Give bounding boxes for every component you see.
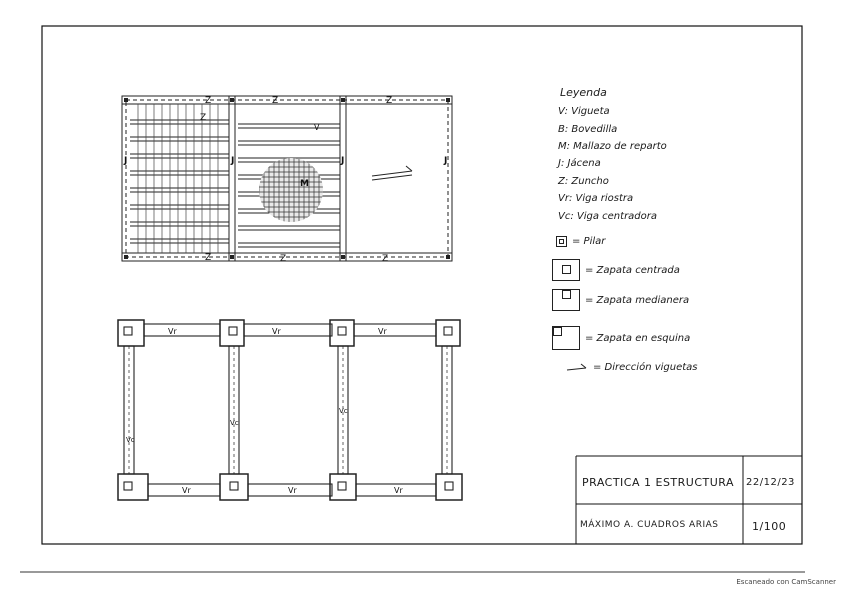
- legend-symbol-direccion: = Dirección viguetas: [566, 362, 698, 373]
- drawing-scale: 1/100: [752, 520, 787, 533]
- drawing-title: PRACTICA 1 ESTRUCTURA: [582, 476, 735, 489]
- zuncho-label: Z: [382, 254, 388, 264]
- viga-centradora-label: Vc: [126, 436, 135, 444]
- pilar-icon: [556, 236, 567, 247]
- legend-symbol-zapata-esquina: = Zapata en esquina: [552, 326, 690, 350]
- legend-symbol-label: = Zapata medianera: [585, 294, 690, 306]
- legend-item-bovedilla: B: Bovedilla: [558, 124, 618, 135]
- legend-symbol-label: = Pilar: [572, 236, 606, 247]
- legend-symbol-pilar: = Pilar: [556, 236, 605, 247]
- foundation-labels: Vr Vr Vr Vr Vr Vr Vc Vc Vc: [126, 327, 403, 495]
- viguetas-bay-2: [238, 123, 340, 248]
- zuncho-label: Z: [205, 96, 211, 106]
- legend-symbol-zapata-medianera: = Zapata medianera: [552, 289, 689, 311]
- legend-symbol-label: = Zapata centrada: [585, 264, 680, 276]
- jacena-label: J: [123, 156, 127, 166]
- legend-symbol-zapata-centrada: = Zapata centrada: [552, 259, 680, 281]
- zapata-esquina: [435, 473, 463, 501]
- zuncho-label: Z: [200, 113, 206, 123]
- mallazo-label: M: [300, 179, 309, 189]
- viga-riostra-label: Vr: [182, 486, 191, 495]
- zuncho-label: Z: [386, 96, 392, 106]
- viga-centradora-label: Vc: [339, 407, 348, 415]
- viga-riostra-label: Vr: [394, 486, 403, 495]
- legend-title: Leyenda: [560, 86, 607, 99]
- zapata-medianera: [329, 319, 355, 347]
- legend-symbol-label: = Dirección viguetas: [593, 362, 698, 373]
- vigueta-label: V: [314, 123, 320, 132]
- zapata-esquina: [117, 319, 145, 347]
- foundation-plan: [117, 319, 463, 501]
- viga-centradora-label: Vc: [230, 419, 239, 427]
- viga-riostra-label: Vr: [272, 327, 281, 336]
- plan-pillars: [124, 98, 450, 259]
- zuncho-label: Z: [280, 254, 286, 264]
- zapata-esquina: [435, 319, 461, 347]
- legend-item-mallazo: M: Mallazo de reparto: [558, 141, 667, 152]
- jacena-label: J: [340, 156, 344, 166]
- zapata-esquina-icon: [552, 326, 580, 350]
- zuncho-label: Z: [272, 96, 278, 106]
- floor-plan-outline: [121, 95, 453, 262]
- bovedillas-bay-1: [137, 104, 219, 253]
- zapata-centrada-icon: [552, 259, 580, 281]
- zapata-medianera: [219, 319, 245, 347]
- title-block: [575, 455, 802, 544]
- floor-plan-labels: Z Z Z Z Z Z Z J J J J V M: [123, 96, 447, 264]
- sheet-frame: [41, 25, 803, 545]
- direction-arrow-icon: [371, 165, 413, 181]
- legend-symbol-label: = Zapata en esquina: [585, 332, 691, 344]
- viga-riostra-label: Vr: [168, 327, 177, 336]
- zapata-esquina: [117, 473, 149, 501]
- zapata-medianera: [219, 473, 249, 501]
- viga-riostra-label: Vr: [378, 327, 387, 336]
- drawing-date: 22/12/23: [746, 477, 795, 488]
- viguetas-bay-1: [130, 119, 229, 244]
- zuncho-label: Z: [205, 253, 211, 263]
- mallazo-mesh: [259, 158, 323, 222]
- legend-item-jacena: J: Jácena: [558, 158, 601, 169]
- arrow-icon: [566, 363, 587, 370]
- legend-item-vigueta: V: Vigueta: [558, 106, 610, 117]
- drawing-author: MÁXIMO A. CUADROS ARIAS: [580, 520, 719, 530]
- jacena-label: J: [443, 156, 447, 166]
- scanner-watermark: Escaneado con CamScanner: [736, 578, 836, 586]
- legend-item-viga-centradora: Vc: Viga centradora: [558, 211, 658, 222]
- legend-item-zuncho: Z: Zuncho: [558, 176, 609, 187]
- zapata-medianera: [329, 473, 357, 501]
- zapata-medianera-icon: [552, 289, 580, 311]
- floor-plan: [121, 95, 453, 262]
- legend-item-viga-riostra: Vr: Viga riostra: [558, 193, 634, 204]
- viga-riostra-label: Vr: [288, 486, 297, 495]
- jacena-label: J: [230, 156, 234, 166]
